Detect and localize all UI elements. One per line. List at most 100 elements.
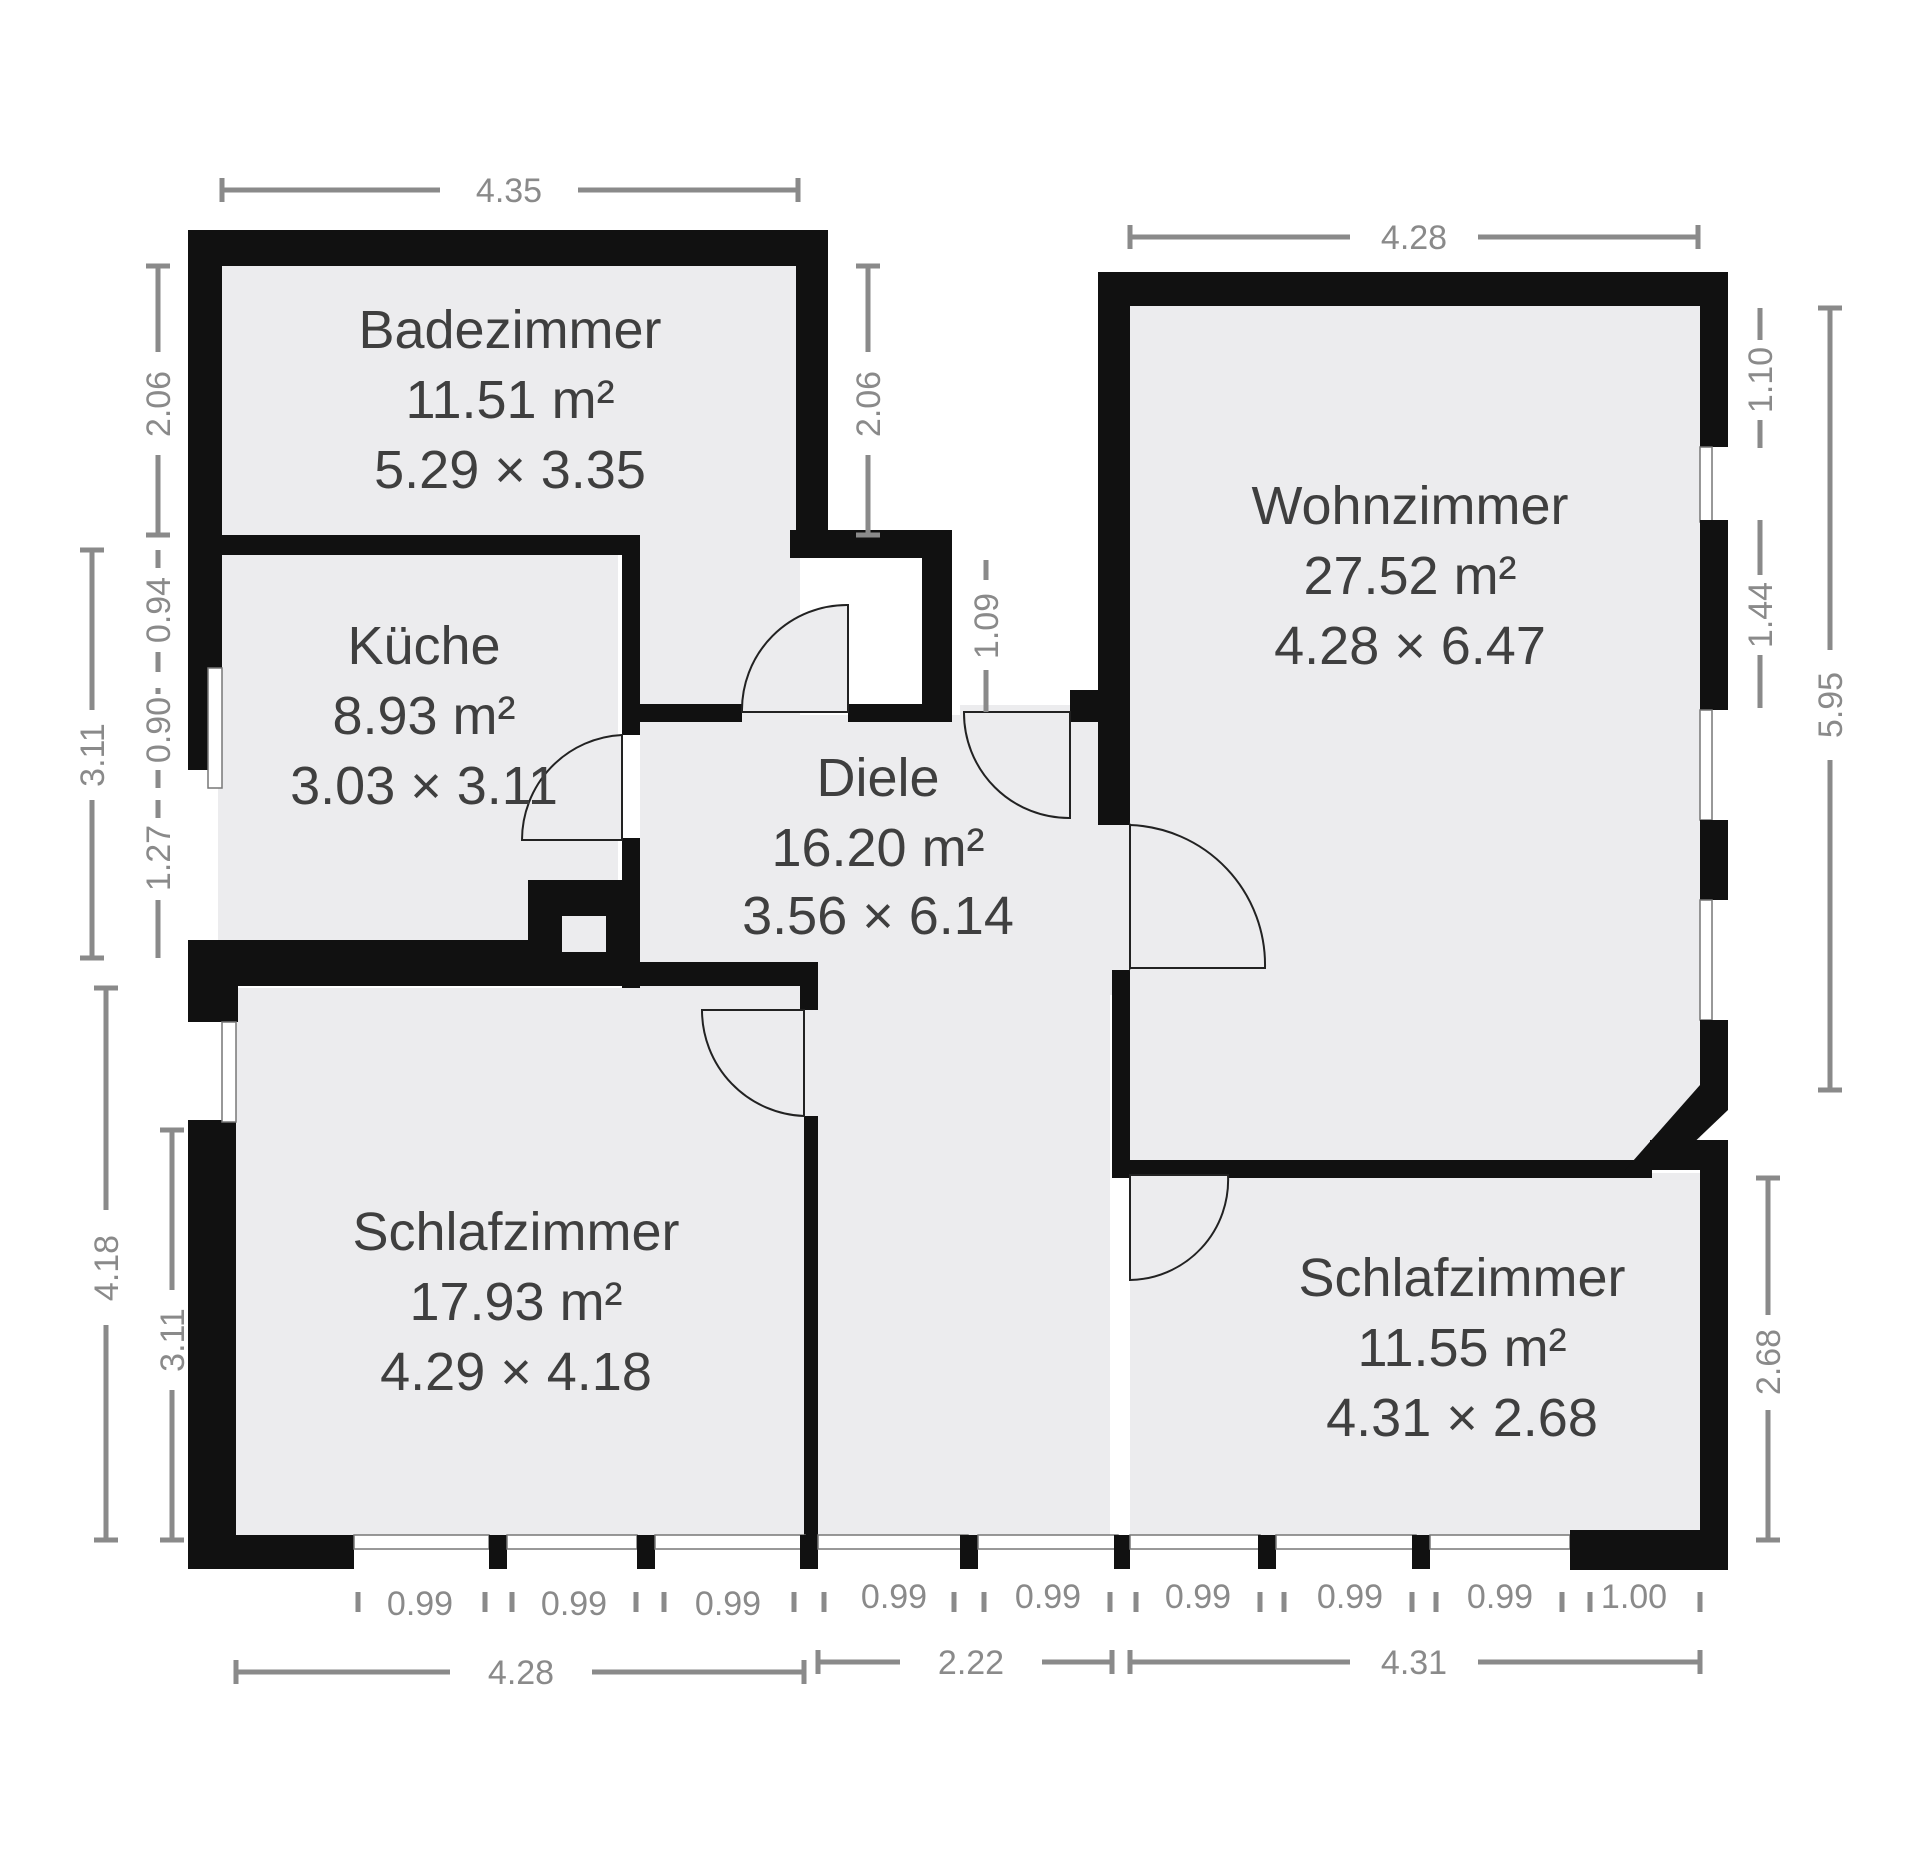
wall	[640, 704, 742, 722]
wall	[188, 962, 238, 1022]
dim-kueche-outer: 3.11	[74, 723, 112, 787]
dim-line	[856, 263, 880, 538]
dim-schlaf1-inner: 3.11	[154, 1308, 192, 1372]
wall	[1258, 1535, 1276, 1569]
dim-bottom-window: 0.99	[387, 1585, 453, 1623]
window	[1699, 446, 1713, 523]
dim-kueche-seg-1: 0.94	[140, 577, 178, 643]
wall	[848, 704, 952, 722]
dim-line	[160, 1127, 184, 1543]
room-area: 17.93 m²	[409, 1272, 622, 1332]
door-diele-upper[interactable]	[962, 711, 1071, 820]
dim-bad-right: 2.06	[850, 371, 888, 437]
wall	[1112, 705, 1130, 825]
room-area: 11.51 m²	[405, 370, 614, 430]
room-name: Küche	[347, 616, 500, 676]
dimension-labels: 4.35 2.06 2.06 3.11 0.94 0.90 1.27 1.09 …	[74, 172, 1850, 1692]
wall	[1700, 1020, 1728, 1090]
floor-badezimmer	[200, 265, 800, 545]
wall	[188, 1535, 354, 1569]
dim-line	[1756, 1175, 1780, 1543]
dim-bottom-window: 0.99	[541, 1585, 607, 1623]
dim-line	[233, 1660, 807, 1684]
dim-kueche-seg-3: 1.27	[140, 825, 178, 891]
window	[1699, 709, 1713, 821]
room-dims: 3.56 × 6.14	[742, 886, 1014, 946]
door-bad[interactable]	[740, 603, 849, 713]
door-schlafzimmer-2[interactable]	[1129, 1174, 1230, 1282]
dim-bottom-window: 0.99	[1015, 1578, 1081, 1616]
window	[1275, 1534, 1417, 1550]
walls	[188, 230, 1728, 1570]
room-area: 11.55 m²	[1357, 1318, 1566, 1378]
dim-schlaf2-right: 2.68	[1750, 1329, 1788, 1395]
wall	[622, 535, 640, 735]
dim-line	[80, 547, 104, 961]
wall	[188, 940, 640, 962]
room-name: Schlafzimmer	[352, 1202, 679, 1262]
dim-line	[815, 1650, 1115, 1674]
dim-bottom-window: 0.99	[1467, 1578, 1533, 1616]
wall	[1700, 272, 1728, 447]
window	[1429, 1534, 1571, 1550]
door-wohnzimmer-arc[interactable]	[1129, 823, 1267, 969]
floor-wohnzimmer	[1130, 302, 1700, 1167]
wall	[800, 962, 818, 1010]
floors	[200, 265, 1700, 1548]
wall	[1112, 970, 1130, 1170]
floor-schlafzimmer-2	[1130, 1173, 1700, 1548]
dim-bottom-total: 4.28	[488, 1654, 554, 1692]
dim-line	[219, 178, 801, 202]
wall	[1114, 1535, 1130, 1569]
dim-bottom-total: 4.31	[1381, 1644, 1447, 1682]
room-name: Wohnzimmer	[1251, 476, 1568, 536]
wall	[1412, 1535, 1430, 1569]
door-kueche[interactable]	[520, 733, 623, 841]
window	[1129, 1534, 1261, 1550]
wall	[1700, 520, 1728, 710]
dim-schlaf1-outer: 4.18	[88, 1235, 126, 1301]
dim-wohn-right-total: 5.95	[1812, 672, 1850, 738]
window	[221, 1021, 237, 1123]
dim-wohn-right-1: 1.10	[1742, 347, 1780, 413]
dim-bottom-window: 0.99	[861, 1578, 927, 1616]
room-area: 8.93 m²	[332, 686, 515, 746]
dim-line	[146, 263, 170, 538]
dim-line	[1818, 305, 1842, 1093]
room-dims: 4.29 × 4.18	[380, 1342, 652, 1402]
dim-bottom-window: 1.00	[1601, 1578, 1667, 1616]
wall	[1112, 1160, 1652, 1178]
dim-bad-left: 2.06	[140, 371, 178, 437]
dim-bottom-window: 0.99	[695, 1585, 761, 1623]
dim-diele-door: 1.09	[968, 593, 1006, 659]
window	[977, 1534, 1119, 1550]
wall	[800, 1535, 818, 1569]
room-name: Diele	[816, 748, 939, 808]
dim-bottom-total: 2.22	[938, 1644, 1004, 1682]
wall	[1098, 272, 1728, 306]
wall	[1700, 820, 1728, 900]
wall	[222, 535, 640, 555]
window	[207, 667, 223, 789]
dim-wohn-top: 4.28	[1381, 219, 1447, 257]
wall	[1700, 1140, 1728, 1560]
room-area: 27.52 m²	[1303, 546, 1516, 606]
chimney	[562, 916, 606, 952]
wall	[804, 1116, 818, 1540]
dim-bad-top: 4.35	[476, 172, 542, 210]
room-dims: 4.31 × 2.68	[1326, 1388, 1598, 1448]
dim-kueche-seg-2: 0.90	[140, 697, 178, 763]
room-name: Badezimmer	[358, 300, 661, 360]
dim-line	[1127, 1650, 1703, 1674]
wall	[188, 1120, 236, 1560]
dim-bottom-window: 0.99	[1165, 1578, 1231, 1616]
room-dims: 4.28 × 6.47	[1274, 616, 1546, 676]
door-schlafzimmer-1[interactable]	[700, 1009, 805, 1118]
window	[654, 1534, 806, 1550]
wall	[236, 962, 818, 986]
room-name: Schlafzimmer	[1298, 1248, 1625, 1308]
dim-line	[1127, 225, 1701, 249]
wall	[188, 230, 828, 266]
room-dims: 3.03 × 3.11	[290, 756, 558, 816]
